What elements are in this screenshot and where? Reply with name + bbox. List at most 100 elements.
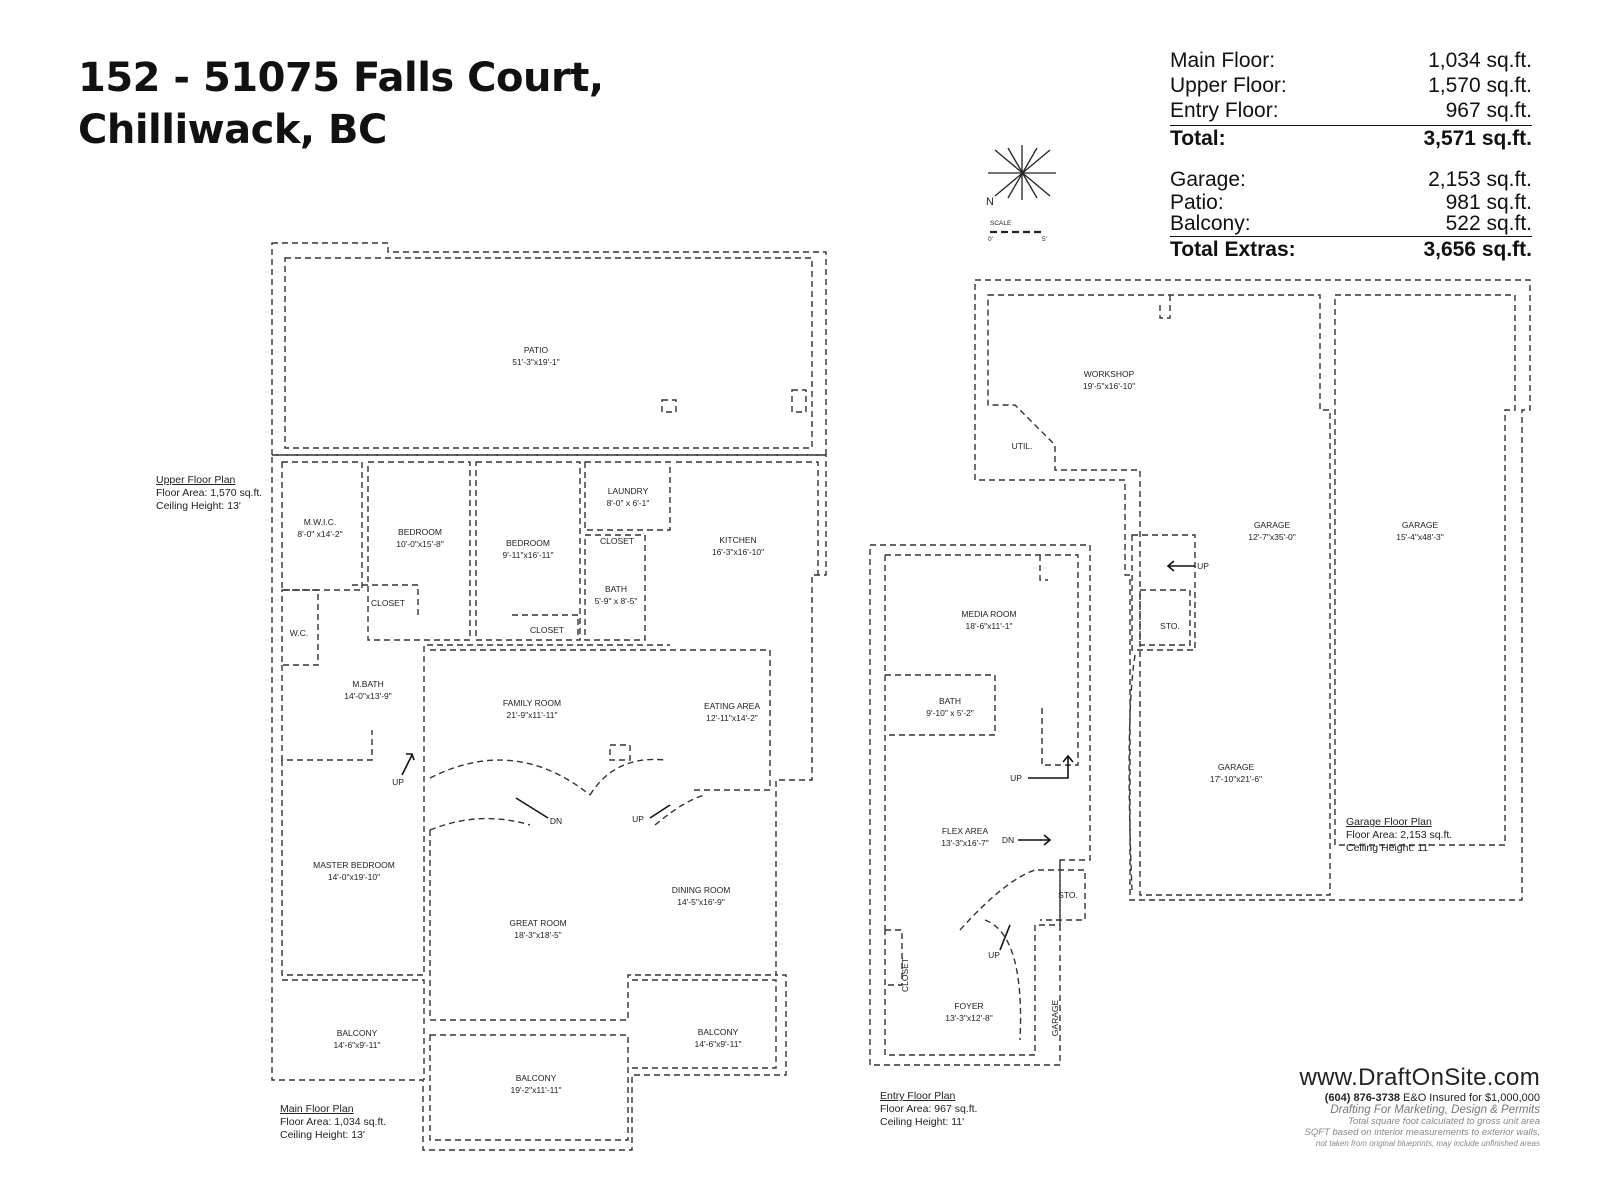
plan-area: Floor Area: 1,034 sq.ft. xyxy=(280,1116,387,1128)
plan-ceiling: Ceiling Height: 11' xyxy=(1346,842,1431,854)
patio-outline xyxy=(271,242,827,456)
room-name: BALCONY xyxy=(516,1073,557,1083)
plan-name: Entry Floor Plan xyxy=(880,1090,956,1102)
room-name: UTIL. xyxy=(1012,441,1033,451)
brand-logo-text: DraftOnSite xyxy=(1358,1064,1487,1091)
room-dim: 13'-3"x16'-7" xyxy=(941,838,989,848)
room-dim: 9'-10" x 5'-2" xyxy=(926,708,974,718)
room-name: PATIO xyxy=(524,345,549,355)
plan-name: Upper Floor Plan xyxy=(156,474,236,486)
stair-arrows xyxy=(401,560,1195,951)
room-name: FAMILY ROOM xyxy=(503,698,561,708)
brand-block: www.DraftOnSite.com (604) 876-3738 E&O I… xyxy=(1262,1064,1540,1149)
room-name: GARAGE xyxy=(1050,999,1060,1036)
room-dim: 5'-9" x 8'-5" xyxy=(595,596,638,606)
scale-label: SCALE xyxy=(990,220,1012,227)
plan-name: Garage Floor Plan xyxy=(1346,816,1432,828)
area-label: Balcony: xyxy=(1170,212,1251,235)
upper-floor-outline xyxy=(271,454,827,1151)
title-line-address: 152 - 51075 Falls Court, xyxy=(78,55,604,101)
room-dim: 8'-0" x14'-2" xyxy=(297,529,342,539)
room-dim: 12'-11"x14'-2" xyxy=(706,713,758,723)
room-name: M.W.I.C. xyxy=(304,517,337,527)
room-name: MASTER BEDROOM xyxy=(313,860,395,870)
room-name: GARAGE xyxy=(1218,762,1255,772)
area-value: 1,034 sq.ft. xyxy=(1428,49,1532,72)
property-title: 152 - 51075 Falls Court, Chilliwack, BC xyxy=(78,52,604,156)
room-name: CLOSET xyxy=(530,625,564,635)
room-name: STO. xyxy=(1160,621,1180,631)
brand-note: SQFT based on interior measurements to e… xyxy=(1304,1127,1540,1138)
room-name: BALCONY xyxy=(337,1028,378,1038)
room-dim: 14'-6"x9'-11" xyxy=(695,1039,742,1049)
stair-up-label: UP xyxy=(988,950,1000,960)
room-name: FOYER xyxy=(954,1001,983,1011)
plan-area: Floor Area: 2,153 sq.ft. xyxy=(1346,829,1453,841)
room-name: BATH xyxy=(605,584,627,594)
compass-rose xyxy=(988,145,1056,200)
area-value: 967 sq.ft. xyxy=(1445,99,1532,122)
area-row-balcony: Balcony: 522 sq.ft. xyxy=(1170,213,1532,234)
room-dim: 14'-5"x16'-9" xyxy=(677,897,725,907)
area-row-total: Total: 3,571 sq.ft. xyxy=(1170,125,1532,151)
brand-phone: (604) 876-3738 xyxy=(1324,1092,1400,1104)
plan-ceiling: Ceiling Height: 13' xyxy=(280,1129,365,1141)
room-name: LAUNDRY xyxy=(608,486,649,496)
room-name: W.C. xyxy=(290,628,308,638)
room-dim: 21'-9"x11'-11" xyxy=(506,710,557,720)
room-dim: 17'-10"x21'-6" xyxy=(1210,774,1262,784)
room-name: MEDIA ROOM xyxy=(961,609,1016,619)
brand-website: www.DraftOnSite.com xyxy=(1262,1064,1540,1092)
room-name: EATING AREA xyxy=(704,701,760,711)
room-dim: 15'-4"x48'-3" xyxy=(1396,532,1444,542)
room-dim: 51'-3"x19'-1" xyxy=(512,357,560,367)
room-name: BATH xyxy=(939,696,961,706)
stair-up-label: UP xyxy=(632,814,644,824)
room-name: M.BATH xyxy=(352,679,383,689)
room-name: DINING ROOM xyxy=(672,885,731,895)
room-name: BEDROOM xyxy=(506,538,550,548)
room-name: BEDROOM xyxy=(398,527,442,537)
scale-start: 0' xyxy=(988,236,993,243)
area-label: Patio: xyxy=(1170,191,1224,214)
compass-north-label: N xyxy=(986,196,994,208)
web-prefix: www. xyxy=(1299,1064,1359,1091)
web-suffix: .com xyxy=(1486,1064,1540,1091)
room-name: CLOSET xyxy=(900,958,910,992)
scale-end: 5' xyxy=(1042,236,1047,243)
area-value: 3,571 sq.ft. xyxy=(1423,127,1532,150)
brand-insured: E&O Insured for $1,000,000 xyxy=(1403,1092,1540,1104)
room-name: WORKSHOP xyxy=(1084,369,1135,379)
plan-area: Floor Area: 1,570 sq.ft. xyxy=(156,487,263,499)
brand-note: not taken from original blueprints, may … xyxy=(1315,1139,1540,1148)
room-name: STO. xyxy=(1058,890,1078,900)
area-label: Total: xyxy=(1170,127,1226,150)
area-value: 3,656 sq.ft. xyxy=(1423,238,1532,261)
area-label: Entry Floor: xyxy=(1170,99,1279,122)
area-row-main: Main Floor:1,034 sq.ft. xyxy=(1170,48,1532,73)
stair-dn-label: DN xyxy=(550,816,562,826)
plan-caption-garage: Garage Floor Plan Floor Area: 2,153 sq.f… xyxy=(1346,816,1452,855)
stair-dn-label: DN xyxy=(1002,835,1014,845)
area-row-upper: Upper Floor:1,570 sq.ft. xyxy=(1170,73,1532,98)
area-value: 981 sq.ft. xyxy=(1445,191,1532,214)
plan-caption-entry: Entry Floor Plan Floor Area: 967 sq.ft. … xyxy=(880,1090,977,1129)
room-dim: 16'-3"x16'-10" xyxy=(712,547,764,557)
stair-up-label: UP xyxy=(1197,561,1209,571)
room-dim: 18'-6"x11'-1" xyxy=(966,621,1013,631)
room-dim: 12'-7"x35'-0" xyxy=(1248,532,1296,542)
title-line-city: Chilliwack, BC xyxy=(78,107,387,153)
plan-ceiling: Ceiling Height: 13' xyxy=(156,500,241,512)
area-row-entry: Entry Floor: 967 sq.ft. xyxy=(1170,98,1532,123)
patio-inner xyxy=(284,257,813,449)
brand-phone-line: (604) 876-3738 E&O Insured for $1,000,00… xyxy=(1262,1092,1540,1104)
area-label: Garage: xyxy=(1170,168,1246,191)
room-name: CLOSET xyxy=(371,598,405,608)
area-value: 522 sq.ft. xyxy=(1445,212,1532,235)
room-dim: 19'-2"x11'-11" xyxy=(510,1085,561,1095)
room-dim: 18'-3"x18'-5" xyxy=(514,930,562,940)
area-summary-table: Main Floor:1,034 sq.ft. Upper Floor:1,57… xyxy=(1170,48,1532,262)
garage-floor-outline xyxy=(974,279,1531,901)
area-label: Total Extras: xyxy=(1170,238,1296,261)
area-row-garage: Garage:2,153 sq.ft. xyxy=(1170,167,1532,192)
